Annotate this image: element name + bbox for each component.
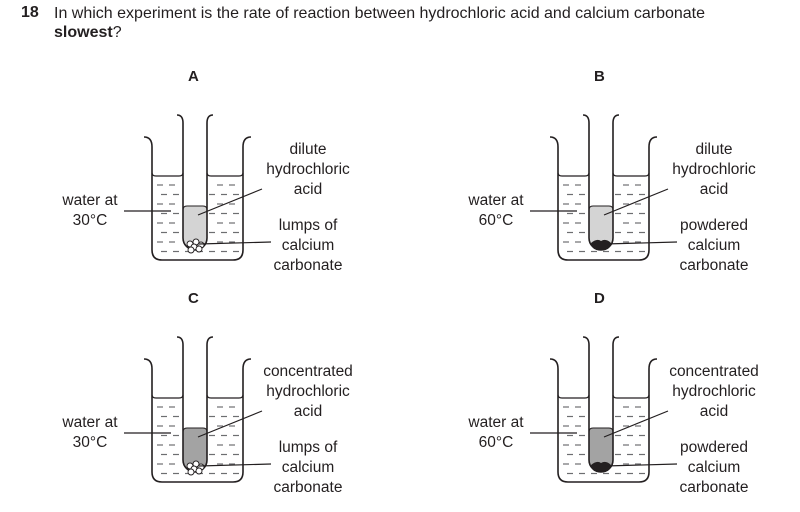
powdered-calcium-carbonate	[591, 239, 611, 251]
solid-label-line1: powdered	[679, 217, 749, 234]
acid-label-line2: hydrochloric	[672, 383, 756, 400]
experiment-letter: D	[594, 290, 605, 307]
water-temperature: 60°C	[478, 434, 514, 451]
water-label: water at 60°C	[456, 413, 536, 453]
acid-label-line3: acid	[293, 181, 323, 198]
experiment-letter: B	[594, 68, 605, 85]
acid-label: concentrated hydrochloric acid	[654, 362, 774, 422]
water-label: water at 30°C	[50, 191, 130, 231]
question-number: 18	[21, 4, 39, 21]
water-label-line1: water at	[468, 414, 524, 431]
acid-leader-line	[197, 188, 263, 216]
beaker	[549, 136, 658, 261]
water-temperature: 60°C	[478, 212, 514, 229]
apparatus-diagram	[530, 114, 678, 261]
water-label: water at 30°C	[50, 413, 130, 453]
acid-label-line1: concentrated	[669, 363, 759, 380]
solid-label-line3: carbonate	[273, 479, 343, 496]
calcium-carbonate-lump	[195, 467, 203, 475]
solid-label-line3: carbonate	[679, 257, 749, 274]
calcium-carbonate-lump	[187, 468, 195, 476]
solid-leader-line	[604, 463, 678, 467]
calcium-carbonate-lump	[195, 245, 203, 253]
solid-label: powdered calcium carbonate	[664, 438, 764, 498]
acid-leader-line	[197, 410, 263, 438]
question-text: In which experiment is the rate of react…	[54, 4, 705, 42]
acid-label: dilute hydrochloric acid	[248, 140, 368, 200]
question-emphasis: slowest	[54, 24, 113, 41]
solid-label-line1: lumps of	[278, 217, 338, 234]
solid-label-line2: calcium	[281, 459, 335, 476]
beaker	[143, 358, 252, 483]
beaker	[549, 358, 658, 483]
water-label: water at 60°C	[456, 191, 536, 231]
acid-label-line2: hydrochloric	[672, 161, 756, 178]
acid-leader-line	[603, 410, 669, 438]
acid-leader-line	[603, 188, 669, 216]
acid-label-line3: acid	[699, 181, 729, 198]
acid-label-line1: dilute	[289, 141, 327, 158]
question-mark: ?	[112, 24, 122, 41]
solid-leader-line	[198, 463, 272, 467]
acid-label-line2: hydrochloric	[266, 161, 350, 178]
solid-leader-line	[604, 241, 678, 245]
acid-label: dilute hydrochloric acid	[654, 140, 774, 200]
solid-label-line2: calcium	[687, 459, 741, 476]
solid-label-line1: lumps of	[278, 439, 338, 456]
acid-label-line1: dilute	[695, 141, 733, 158]
experiment-letter: A	[188, 68, 199, 85]
experiment-panel-b: B water at 60°C dilute hydrochloric acid…	[406, 60, 800, 290]
acid-label-line3: acid	[293, 403, 323, 420]
apparatus-diagram	[530, 336, 678, 483]
water-label-line1: water at	[62, 192, 118, 209]
solid-leader-line	[198, 241, 272, 245]
experiment-panel-d: D water at 60°C concentrated hydrochlori…	[406, 282, 800, 512]
experiment-letter: C	[188, 290, 199, 307]
solid-label-line3: carbonate	[273, 257, 343, 274]
acid-label-line3: acid	[699, 403, 729, 420]
acid-label-line1: concentrated	[263, 363, 353, 380]
experiment-panel-c: C water at 30°C concentrated hydrochlori…	[0, 282, 400, 512]
water-temperature: 30°C	[72, 434, 108, 451]
powdered-calcium-carbonate	[591, 461, 611, 473]
beaker	[143, 136, 252, 261]
water-temperature: 30°C	[72, 212, 108, 229]
solid-label-line2: calcium	[281, 237, 335, 254]
solid-label-line1: powdered	[679, 439, 749, 456]
water-label-line1: water at	[62, 414, 118, 431]
solid-label: powdered calcium carbonate	[664, 216, 764, 276]
apparatus-diagram	[124, 114, 272, 261]
water-label-line1: water at	[468, 192, 524, 209]
calcium-carbonate-lump	[187, 246, 195, 254]
solid-label-line3: carbonate	[679, 479, 749, 496]
acid-label: concentrated hydrochloric acid	[248, 362, 368, 422]
solid-label: lumps of calcium carbonate	[258, 438, 358, 498]
apparatus-diagram	[124, 336, 272, 483]
solid-label: lumps of calcium carbonate	[258, 216, 358, 276]
solid-label-line2: calcium	[687, 237, 741, 254]
acid-label-line2: hydrochloric	[266, 383, 350, 400]
experiment-panel-a: A water at 30°C dilute hydrochloric acid…	[0, 60, 400, 290]
question-stem: In which experiment is the rate of react…	[54, 5, 706, 22]
